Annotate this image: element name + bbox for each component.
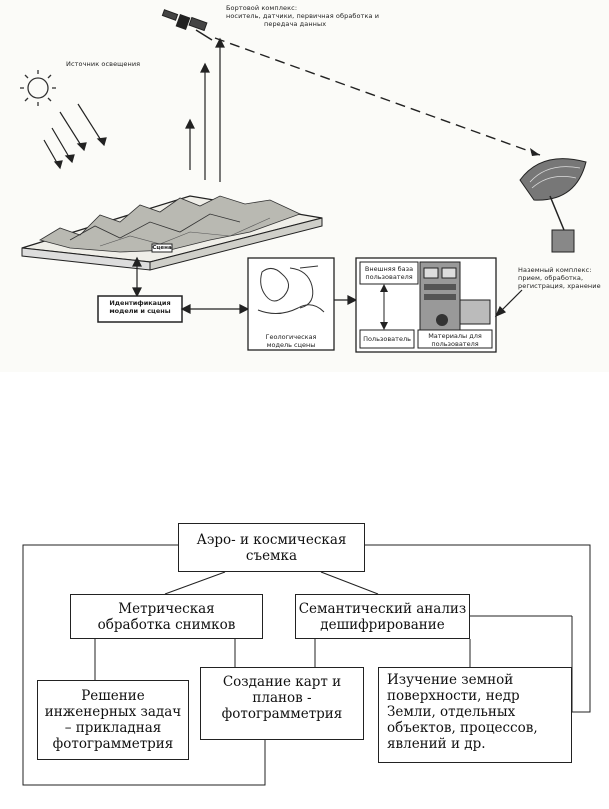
box-text-line: фотограмметрия — [52, 736, 174, 752]
identification-label-line: модели и сцены — [109, 307, 171, 315]
satellite-icon — [161, 9, 213, 41]
box-text-line: фотограмметрия — [221, 706, 343, 722]
box-text-line: Аэро- и космическая — [196, 531, 347, 548]
box-text-line: Создание карт и — [222, 674, 342, 690]
user-db-label-line: пользователя — [365, 273, 413, 281]
user-block — [355, 257, 497, 353]
materials-label-line: пользователя — [431, 340, 479, 348]
remote-sensing-scheme: Бортовой комплекс: носитель, датчики, пе… — [0, 0, 609, 372]
box-text-line: дешифрирование — [320, 616, 445, 633]
box-text-line: – прикладная — [64, 720, 162, 736]
box-text-line: Земли, отдельных — [387, 704, 516, 720]
satellite-label: Бортовой комплекс: носитель, датчики, пе… — [226, 4, 379, 28]
geo-model-label-line: модель сцены — [266, 341, 316, 349]
user-db-label: Внешняя база пользователя — [360, 265, 418, 281]
satellite-label-line: Бортовой комплекс: — [226, 4, 298, 12]
maps-creation-box: Создание карт и планов - фотограмметрия — [200, 667, 364, 740]
sun-icon — [20, 70, 56, 106]
ground-label-line: прием, обработка, — [518, 274, 584, 282]
identification-label: Идентификация модели и сцены — [98, 299, 182, 315]
box-text-line: Семантический анализ — [298, 600, 467, 617]
box-text-line: объектов, процессов, — [387, 720, 538, 736]
box-text-line: съемка — [245, 547, 298, 564]
box-text-line: обработка снимков — [97, 616, 236, 633]
ground-station-label: Наземный комплекс: прием, обработка, рег… — [518, 266, 601, 290]
user-db-label-line: Внешняя база — [364, 265, 414, 273]
geological-model-label: Геологическая модель сцены — [248, 333, 334, 349]
box-text-line: Метрическая — [118, 600, 215, 617]
box-text-line: Изучение земной — [387, 672, 514, 688]
satellite-dish-icon — [519, 158, 587, 253]
identification-label-line: Идентификация — [109, 299, 171, 307]
box-text-line: инженерных задач — [44, 704, 182, 720]
box-text-line: Решение — [81, 688, 145, 704]
geo-model-label-line: Геологическая — [265, 333, 317, 341]
ground-label-line: регистрация, хранение — [518, 282, 601, 290]
box-text-line: явлений и др. — [387, 736, 486, 752]
satellite-label-line: передача данных — [264, 20, 327, 28]
aerospace-survey-box: Аэро- и космическая съемка — [178, 523, 365, 572]
geological-model-icon — [247, 257, 335, 351]
box-text-line: планов - — [252, 690, 312, 706]
ground-label-line: Наземный комплекс: — [518, 266, 592, 274]
scene-label: Сцена — [152, 245, 172, 251]
flowchart: Аэро- и космическая съемка Метрическая о… — [0, 515, 609, 809]
scheme-drawing — [20, 9, 587, 353]
materials-label: Материалы для пользователя — [418, 332, 492, 348]
user-label: Пользователь — [363, 335, 411, 343]
satellite-label-line: носитель, датчики, первичная обработка и — [226, 12, 380, 20]
sun-label: Источник освещения — [66, 60, 141, 68]
flowchart-connectors — [22, 544, 591, 786]
terrain-block-icon — [21, 195, 323, 271]
box-text-line: поверхности, недр — [387, 688, 520, 704]
metric-processing-box: Метрическая обработка снимков — [70, 594, 263, 639]
earth-study-box: Изучение земной поверхности, недр Земли,… — [378, 667, 572, 763]
materials-label-line: Материалы для — [428, 332, 482, 340]
engineering-tasks-box: Решение инженерных задач – прикладная фо… — [37, 680, 189, 760]
semantic-analysis-box: Семантический анализ дешифрирование — [295, 594, 470, 639]
